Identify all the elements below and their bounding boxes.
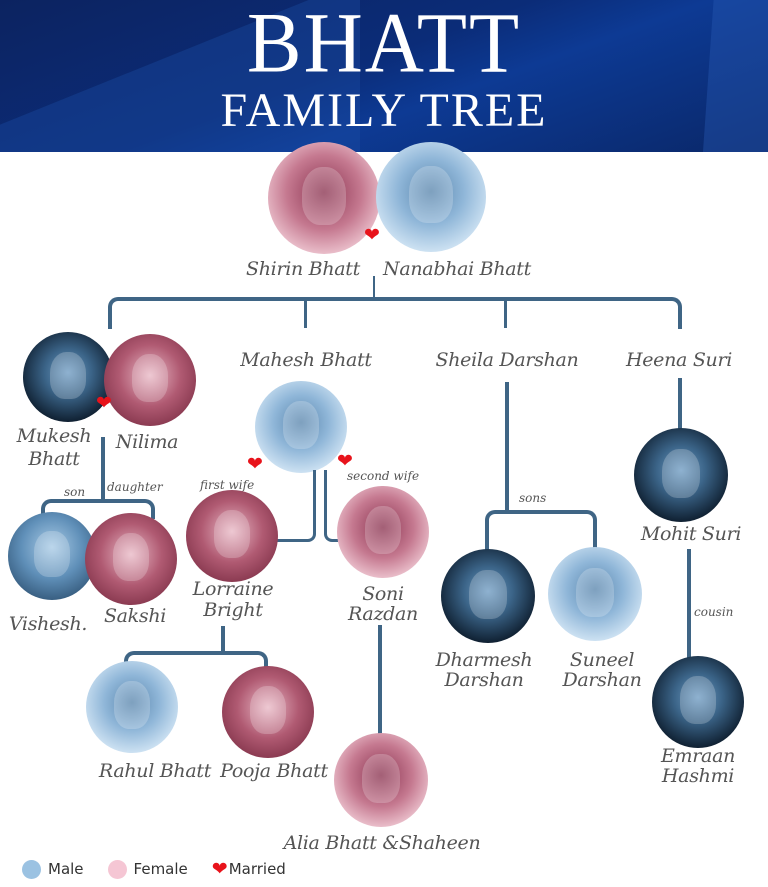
avatar-nilima [104, 334, 196, 426]
legend-item-female: Female [107, 859, 188, 879]
name-dharmesh-line1: Dharmesh [435, 649, 533, 671]
married-heart-icon: ❤ [337, 450, 353, 472]
avatar-dharmesh-darshan [441, 549, 535, 643]
connector-elbow [324, 470, 338, 542]
avatar-emraan-hashmi [652, 656, 744, 748]
connector-elbow [275, 470, 316, 542]
title-main: BHATT [246, 0, 522, 91]
title-sub: FAMILY TREE [220, 84, 548, 137]
avatar-shirin-bhatt [268, 142, 380, 254]
name-rahul-bhatt: Rahul Bhatt [98, 760, 212, 782]
name-shirin-bhatt: Shirin Bhatt [246, 258, 360, 280]
connector-bracket [485, 510, 597, 550]
relation-label-second-wife: second wife [347, 469, 420, 483]
legend-label-female: Female [133, 860, 188, 878]
connector-bracket [41, 499, 155, 519]
name-soni-line1: Soni [362, 583, 404, 605]
connector-line [505, 382, 509, 512]
connector-line [221, 626, 225, 654]
avatar-sakshi [85, 513, 177, 605]
heart-icon: ❤ [211, 858, 228, 880]
connector-bracket [108, 297, 682, 329]
legend: Male Female ❤ Married [22, 858, 310, 880]
relation-label-sons: sons [519, 491, 547, 505]
avatar-mukesh-bhatt [23, 332, 113, 422]
name-vishesh: Vishesh. [8, 613, 88, 635]
name-dharmesh-line2: Darshan [444, 669, 524, 691]
name-pooja-bhatt: Pooja Bhatt [220, 760, 328, 782]
name-mukesh-bhatt-line2: Bhatt [28, 448, 80, 470]
relation-label-daughter: daughter [107, 480, 163, 494]
relation-label-first-wife: first wife [200, 478, 255, 492]
name-nilima: Nilima [115, 431, 179, 453]
male-dot-icon [22, 859, 41, 879]
avatar-soni-razdan [337, 486, 429, 578]
avatar-mahesh-bhatt [255, 381, 347, 473]
avatar-lorraine-bright [186, 490, 278, 582]
name-heena-suri: Heena Suri [625, 349, 733, 371]
name-emraan-line1: Emraan [660, 745, 736, 767]
name-emraan-line2: Hashmi [661, 765, 735, 787]
name-mohit-suri: Mohit Suri [640, 523, 742, 545]
connector-line [101, 437, 105, 499]
relation-label-cousin: cousin [694, 605, 734, 619]
relation-label-son: son [64, 485, 86, 499]
name-suneel-line1: Suneel [569, 649, 635, 671]
avatar-vishesh [8, 512, 96, 600]
name-sheila-darshan: Sheila Darshan [435, 349, 579, 371]
married-heart-icon: ❤ [247, 453, 263, 475]
connector-line [378, 625, 382, 735]
female-dot-icon [107, 859, 127, 879]
name-nanabhai-bhatt: Nanabhai Bhatt [383, 258, 531, 280]
name-mahesh-bhatt: Mahesh Bhatt [240, 349, 372, 371]
name-sakshi: Sakshi [103, 605, 167, 627]
legend-item-married: ❤ Married [212, 858, 286, 880]
name-soni-line2: Razdan [347, 603, 418, 625]
name-alia-shaheen: Alia Bhatt &Shaheen [283, 832, 481, 854]
connector-line [687, 549, 691, 659]
name-mukesh-bhatt-line1: Mukesh [16, 425, 92, 447]
married-heart-icon: ❤ [364, 224, 380, 246]
legend-label-male: Male [48, 860, 84, 878]
connector-line [678, 378, 682, 432]
avatar-rahul-bhatt [86, 661, 178, 753]
avatar-nanabhai-bhatt [376, 142, 486, 252]
connector-line [373, 276, 375, 298]
legend-label-married: Married [228, 860, 286, 878]
legend-item-male: Male [22, 859, 84, 879]
name-lorraine-line2: Bright [203, 599, 263, 621]
name-lorraine-line1: Lorraine [192, 578, 274, 600]
name-suneel-line2: Darshan [562, 669, 642, 691]
connector-line [504, 300, 507, 328]
header-banner: BHATT FAMILY TREE [0, 0, 768, 152]
avatar-suneel-darshan [548, 547, 642, 641]
avatar-mohit-suri [634, 428, 728, 522]
avatar-pooja-bhatt [222, 666, 314, 758]
married-heart-icon: ❤ [96, 392, 112, 414]
avatar-alia-shaheen [334, 733, 428, 827]
connector-line [304, 300, 307, 328]
